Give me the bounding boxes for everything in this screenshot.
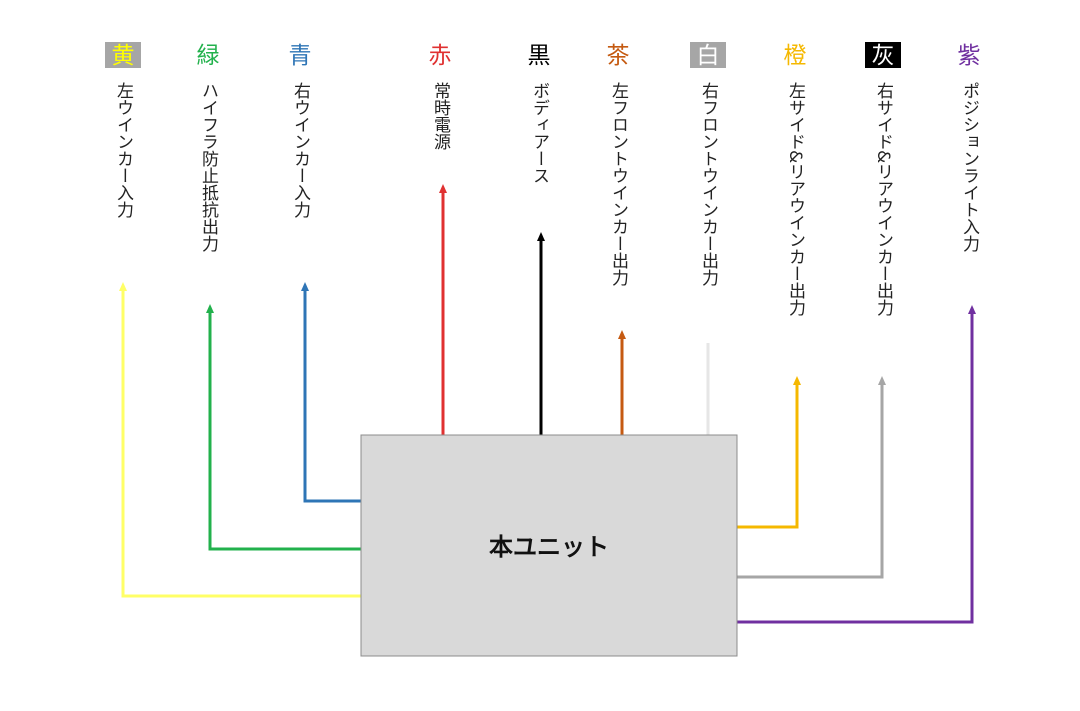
wire-purple <box>737 313 974 624</box>
color-label-red: 赤 <box>429 43 452 69</box>
arrowhead-yellow <box>119 282 127 291</box>
arrowhead-gray <box>878 376 886 385</box>
description-purple: ポジションライト入力 <box>959 82 980 252</box>
arrowhead-brown <box>618 330 626 339</box>
description-green: ハイフラ防止抵抗出力 <box>198 82 219 252</box>
color-label-brown: 茶 <box>607 43 630 69</box>
description-blue: 右ウインカー入力 <box>290 82 311 218</box>
description-black: ボディアース <box>529 82 549 184</box>
unit-label: 本ユニット <box>489 533 609 561</box>
arrowhead-black <box>537 232 545 241</box>
wires-layer <box>119 184 976 624</box>
arrowhead-white <box>704 334 712 343</box>
wire-green <box>208 312 361 551</box>
color-label-green: 緑 <box>197 43 220 69</box>
description-brown: 左フロントウインカー出力 <box>608 82 629 286</box>
color-label-bg-white <box>690 42 726 68</box>
wire-orange <box>737 384 799 529</box>
color-label-yellow: 黄 <box>112 43 135 69</box>
color-label-blue: 青 <box>289 43 312 69</box>
arrowhead-purple <box>968 305 976 314</box>
arrowhead-red <box>439 184 447 193</box>
wire-yellow <box>121 290 361 598</box>
description-orange: 左サイド&リアウインカー出力 <box>785 82 806 316</box>
color-label-purple: 紫 <box>958 43 981 69</box>
unit-box <box>360 434 738 657</box>
unit-block: 本ユニット <box>360 434 738 657</box>
color-label-white: 白 <box>697 43 720 69</box>
wire-gray <box>737 384 884 579</box>
arrowhead-blue <box>301 282 309 291</box>
description-white: 右フロントウインカー出力 <box>698 82 719 286</box>
description-gray: 右サイド&リアウインカー出力 <box>873 82 894 316</box>
color-label-black: 黒 <box>528 43 551 69</box>
description-red: 常時電源 <box>430 82 451 151</box>
arrowhead-orange <box>793 376 801 385</box>
color-label-gray: 灰 <box>872 43 895 69</box>
color-label-bg-yellow <box>105 42 141 68</box>
color-label-bg-gray <box>865 42 901 68</box>
wire-blue <box>303 290 361 503</box>
arrowhead-green <box>206 304 214 313</box>
color-label-orange: 橙 <box>784 43 807 69</box>
description-yellow: 左ウインカー入力 <box>113 82 134 218</box>
